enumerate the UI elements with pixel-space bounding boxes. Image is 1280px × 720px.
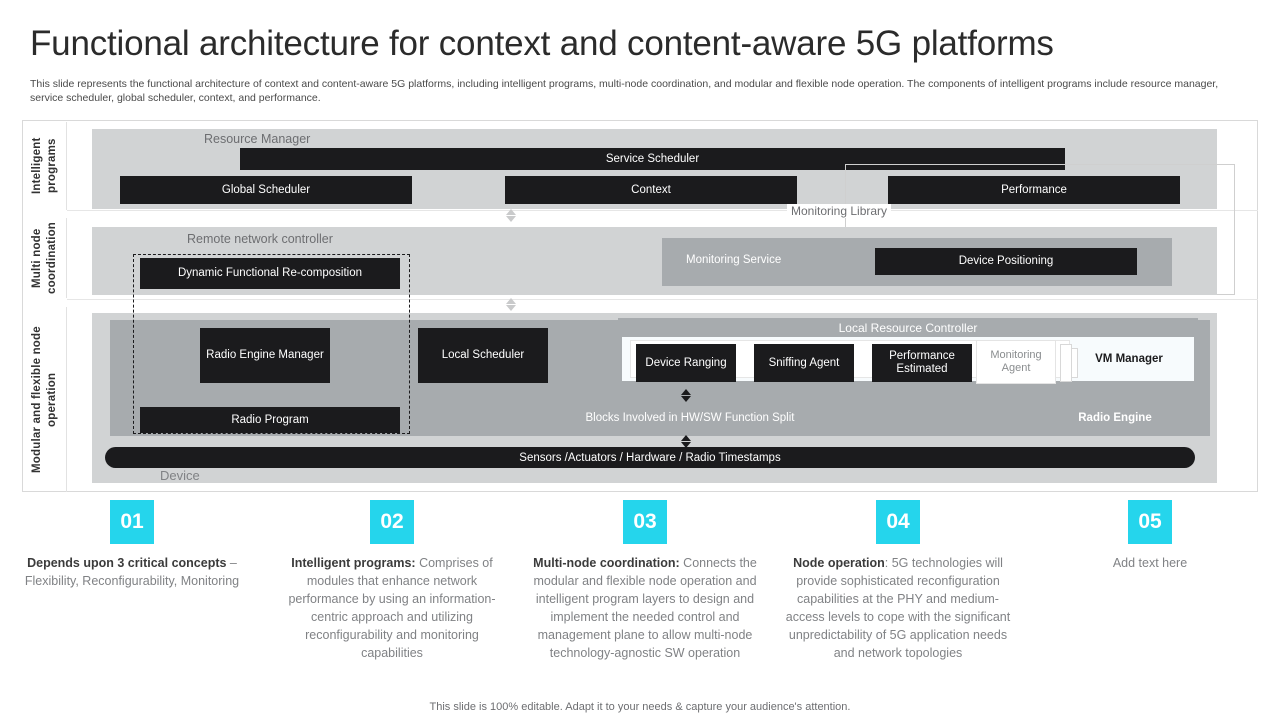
remote-network-controller-label: Remote network controller <box>187 232 333 246</box>
callout-badge-02: 02 <box>370 500 414 544</box>
block-dynamic-functional-recomposition[interactable]: Dynamic Functional Re-composition <box>140 258 400 289</box>
block-performance-estimated[interactable]: Performance Estimated <box>872 344 972 382</box>
row-divider-2 <box>67 299 1258 300</box>
resource-manager-label: Resource Manager <box>204 132 311 146</box>
row-label-intelligent-programs-text: Intelligent programs <box>30 137 58 195</box>
monitoring-library-label: Monitoring Library <box>787 204 892 218</box>
callout-bold-03: Multi-node coordination: <box>533 556 680 570</box>
callout-rest-03: Connects the modular and flexible node o… <box>533 556 757 660</box>
page-subtitle: This slide represents the functional arc… <box>30 78 1219 104</box>
card-stack-front <box>1060 344 1072 382</box>
block-device-positioning[interactable]: Device Positioning <box>875 248 1137 275</box>
block-device-ranging[interactable]: Device Ranging <box>636 344 736 382</box>
monitoring-service-label: Monitoring Service <box>686 254 782 266</box>
block-context[interactable]: Context <box>505 176 797 204</box>
row-label-modular-node-operation-text: Modular and flexible node operation <box>30 326 58 473</box>
callout-text-02: Intelligent programs: Comprises of modul… <box>277 554 507 662</box>
callout-text-04: Node operation: 5G technologies will pro… <box>783 554 1013 662</box>
block-radio-engine-manager[interactable]: Radio Engine Manager <box>200 328 330 383</box>
connector-arrow-icon-3 <box>681 389 692 402</box>
callout-bold-02: Intelligent programs: <box>291 556 416 570</box>
callout-badge-05: 05 <box>1128 500 1172 544</box>
callout-02: 02 Intelligent programs: Comprises of mo… <box>277 500 507 662</box>
callout-text-01: Depends upon 3 critical concepts – Flexi… <box>17 554 247 590</box>
footer-note: This slide is 100% editable. Adapt it to… <box>429 701 851 713</box>
block-vm-manager[interactable]: VM Manager <box>1080 337 1178 381</box>
connector-arrow-icon-2 <box>506 298 517 311</box>
block-radio-program[interactable]: Radio Program <box>140 407 400 433</box>
blocks-involved-label: Blocks Involved in HW/SW Function Split <box>585 412 795 424</box>
callout-badge-04: 04 <box>876 500 920 544</box>
block-sniffing-agent[interactable]: Sniffing Agent <box>754 344 854 382</box>
local-resource-controller-label: Local Resource Controller <box>838 321 978 335</box>
row-label-intelligent-programs: Intelligent programs <box>23 122 67 210</box>
row-label-modular-node-operation: Modular and flexible node operation <box>23 307 67 492</box>
callout-05: 05 Add text here <box>1035 500 1265 572</box>
block-monitoring-agent[interactable]: Monitoring Agent <box>976 340 1056 384</box>
page-title: Functional architecture for context and … <box>30 24 1054 63</box>
device-label: Device <box>160 468 200 483</box>
callout-04: 04 Node operation: 5G technologies will … <box>783 500 1013 662</box>
callout-badge-03: 03 <box>623 500 667 544</box>
callout-01: 01 Depends upon 3 critical concepts – Fl… <box>17 500 247 590</box>
callout-rest-04: : 5G technologies will provide sophistic… <box>785 556 1011 660</box>
row-label-multi-node-coordination-text: Multi node coordination <box>30 221 58 295</box>
callout-rest-02: Comprises of modules that enhance networ… <box>288 556 496 660</box>
callout-rest-01: – Flexibility, Reconfigurability, Monito… <box>24 556 240 588</box>
callout-rest-05[interactable]: Add text here <box>1112 556 1188 570</box>
callout-text-03: Multi-node coordination: Connects the mo… <box>530 554 760 662</box>
dashed-selection-box <box>133 254 410 434</box>
connector-arrow-icon-4 <box>681 435 692 448</box>
sensors-actuators-bar[interactable]: Sensors /Actuators / Hardware / Radio Ti… <box>105 447 1195 468</box>
callout-text-05[interactable]: Add text here <box>1035 554 1265 572</box>
row-divider-1 <box>67 210 1258 211</box>
block-local-scheduler[interactable]: Local Scheduler <box>418 328 548 383</box>
block-performance[interactable]: Performance <box>888 176 1180 204</box>
callout-bold-01: Depends upon 3 critical concepts <box>27 556 227 570</box>
radio-engine-label: Radio Engine <box>1078 412 1152 424</box>
callout-03: 03 Multi-node coordination: Connects the… <box>530 500 760 662</box>
block-global-scheduler[interactable]: Global Scheduler <box>120 176 412 204</box>
callout-bold-04: Node operation <box>793 556 885 570</box>
row-label-multi-node-coordination: Multi node coordination <box>23 218 67 298</box>
callout-badge-01: 01 <box>110 500 154 544</box>
connector-arrow-icon-1 <box>506 209 517 222</box>
